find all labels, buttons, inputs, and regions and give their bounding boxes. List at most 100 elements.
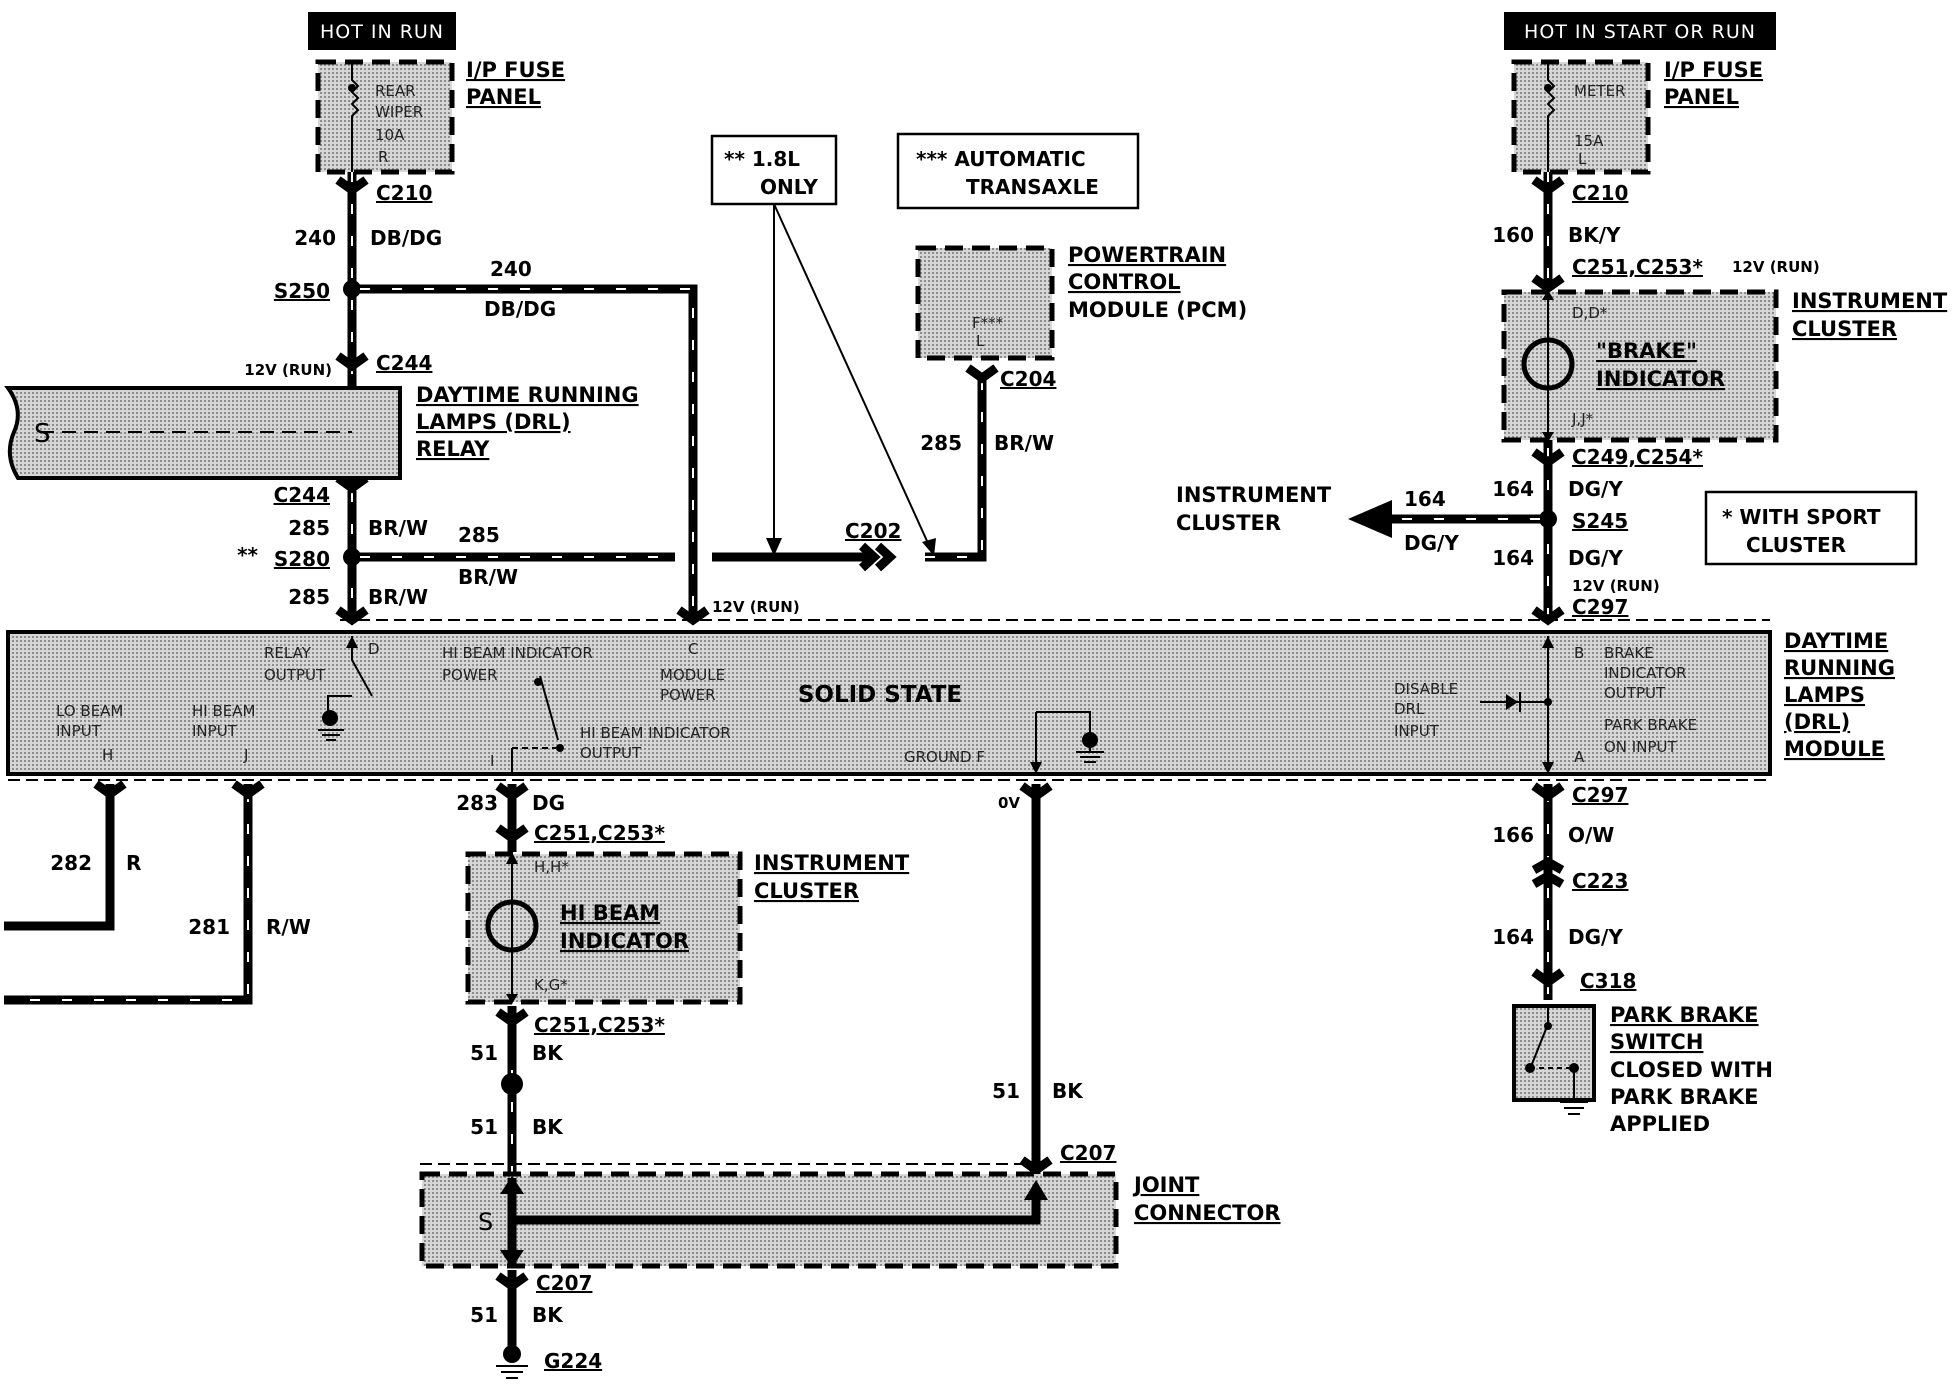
svg-text:HOT IN START OR RUN: HOT IN START OR RUN [1524, 21, 1756, 43]
note-sport-cluster: * WITH SPORT CLUSTER [1704, 490, 1918, 566]
connector-c251-b: C251,C253* [534, 1013, 665, 1037]
svg-text:CLOSED WITH: CLOSED WITH [1610, 1058, 1773, 1082]
svg-text:285: 285 [920, 431, 962, 455]
svg-text:BK: BK [532, 1041, 564, 1065]
ground-g224 [496, 1345, 528, 1379]
svg-text:BK: BK [1052, 1079, 1084, 1103]
svg-text:INDICATOR: INDICATOR [1596, 367, 1725, 391]
svg-text:BR/W: BR/W [368, 516, 428, 540]
svg-text:281: 281 [188, 915, 230, 939]
connector-c244-top: C244 [376, 351, 432, 375]
park-brake-switch-label: PARK BRAKE [1610, 1003, 1759, 1027]
svg-text:* WITH SPORT: * WITH SPORT [1722, 505, 1881, 529]
svg-text:REAR: REAR [375, 82, 416, 100]
ip-fuse-panel-left: REAR WIPER 10A R [315, 59, 455, 176]
instrument-cluster-brake: D,D* J,J* "BRAKE" INDICATOR [1501, 289, 1779, 443]
svg-text:S: S [34, 419, 51, 449]
instrument-cluster-hibeam-label: INSTRUMENT [754, 851, 910, 875]
svg-text:B: B [1574, 644, 1584, 662]
svg-text:MODULE: MODULE [660, 666, 725, 684]
svg-text:285: 285 [288, 516, 330, 540]
svg-text:(DRL): (DRL) [1784, 710, 1850, 734]
svg-text:** 1.8L: ** 1.8L [724, 147, 800, 171]
connector-c210-left: C210 [376, 181, 432, 205]
connector-c251-right: C251,C253* [1572, 255, 1703, 279]
svg-text:HI BEAM INDICATOR: HI BEAM INDICATOR [580, 724, 731, 742]
park-brake-switch [1512, 1004, 1596, 1115]
svg-text:POWER: POWER [442, 666, 498, 684]
svg-text:51: 51 [992, 1079, 1020, 1103]
svg-text:DB/DG: DB/DG [484, 297, 556, 321]
svg-text:L: L [1578, 150, 1587, 168]
svg-text:HI BEAM INDICATOR: HI BEAM INDICATOR [442, 644, 593, 662]
svg-text:CLUSTER: CLUSTER [754, 879, 859, 903]
connector-c223: C223 [1572, 869, 1628, 893]
svg-text:D: D [368, 640, 380, 658]
svg-text:R/W: R/W [266, 915, 311, 939]
connector-c207-top: C207 [1060, 1141, 1116, 1165]
svg-text:INPUT: INPUT [192, 722, 238, 740]
ground-g224-label: G224 [544, 1349, 602, 1373]
svg-text:SWITCH: SWITCH [1610, 1030, 1703, 1054]
svg-text:51: 51 [470, 1115, 498, 1139]
svg-text:CLUSTER: CLUSTER [1176, 511, 1281, 535]
svg-text:H,H*: H,H* [534, 858, 569, 876]
svg-text:LAMPS: LAMPS [1784, 683, 1865, 707]
ip-fuse-panel-right: METER 15A L [1511, 59, 1651, 176]
svg-text:240: 240 [490, 257, 532, 281]
svg-text:INDICATOR: INDICATOR [560, 929, 689, 953]
svg-text:A: A [1574, 748, 1585, 766]
svg-text:R: R [378, 148, 388, 166]
svg-text:ON INPUT: ON INPUT [1604, 738, 1677, 756]
connector-c202: C202 [845, 519, 901, 543]
svg-text:HI BEAM: HI BEAM [560, 901, 660, 925]
svg-text:DISABLE: DISABLE [1394, 680, 1458, 698]
solid-state-label: SOLID STATE [798, 682, 962, 708]
svg-text:TRANSAXLE: TRANSAXLE [966, 175, 1099, 199]
svg-text:51: 51 [470, 1303, 498, 1327]
svg-text:*** AUTOMATIC: *** AUTOMATIC [916, 147, 1086, 171]
svg-text:PANEL: PANEL [1664, 85, 1739, 109]
svg-text:DRL: DRL [1394, 700, 1425, 718]
svg-text:H: H [102, 746, 113, 764]
svg-text:O/W: O/W [1568, 823, 1614, 847]
pcm-label: POWERTRAIN [1068, 243, 1226, 267]
svg-text:F***: F*** [972, 314, 1004, 332]
svg-text:PARK BRAKE: PARK BRAKE [1610, 1085, 1759, 1109]
svg-text:CONNECTOR: CONNECTOR [1134, 1201, 1281, 1225]
svg-text:RELAY: RELAY [416, 437, 490, 461]
svg-text:J,J*: J,J* [1571, 410, 1594, 428]
note-automatic-transaxle: *** AUTOMATIC TRANSAXLE [896, 132, 1140, 210]
splice-s280-label: S280 [274, 547, 330, 571]
instrument-cluster-hibeam: H,H* K,G* HI BEAM INDICATOR [465, 851, 743, 1005]
ip-fuse-panel-left-label: I/P FUSE [466, 58, 565, 82]
svg-text:10A: 10A [375, 126, 405, 144]
svg-text:283: 283 [456, 791, 498, 815]
svg-text:12V (RUN): 12V (RUN) [712, 598, 800, 616]
svg-text:I: I [490, 752, 494, 770]
svg-text:12V (RUN): 12V (RUN) [1572, 577, 1660, 595]
splice-s245-label: S245 [1572, 509, 1628, 533]
svg-text:CLUSTER: CLUSTER [1746, 533, 1846, 557]
powertrain-control-module: F*** L [915, 245, 1055, 361]
svg-text:C: C [688, 640, 698, 658]
svg-text:R: R [126, 851, 141, 875]
svg-text:INPUT: INPUT [56, 722, 102, 740]
drl-relay: S [4, 386, 402, 480]
svg-text:RUNNING: RUNNING [1784, 656, 1895, 680]
hot-in-start-or-run-label: HOT IN START OR RUN [1504, 12, 1776, 50]
svg-text:285: 285 [288, 585, 330, 609]
svg-text:DG/Y: DG/Y [1568, 546, 1623, 570]
svg-text:0V: 0V [998, 794, 1020, 812]
svg-text:BK/Y: BK/Y [1568, 223, 1621, 247]
svg-text:GROUND F: GROUND F [904, 748, 985, 766]
svg-text:OUTPUT: OUTPUT [264, 666, 326, 684]
connector-c210-right: C210 [1572, 181, 1628, 205]
drl-module-label: DAYTIME [1784, 629, 1888, 653]
svg-text:BK: BK [532, 1303, 564, 1327]
svg-text:DG: DG [532, 791, 565, 815]
svg-text:164: 164 [1492, 546, 1534, 570]
svg-text:51: 51 [470, 1041, 498, 1065]
svg-text:S: S [478, 1208, 493, 1236]
